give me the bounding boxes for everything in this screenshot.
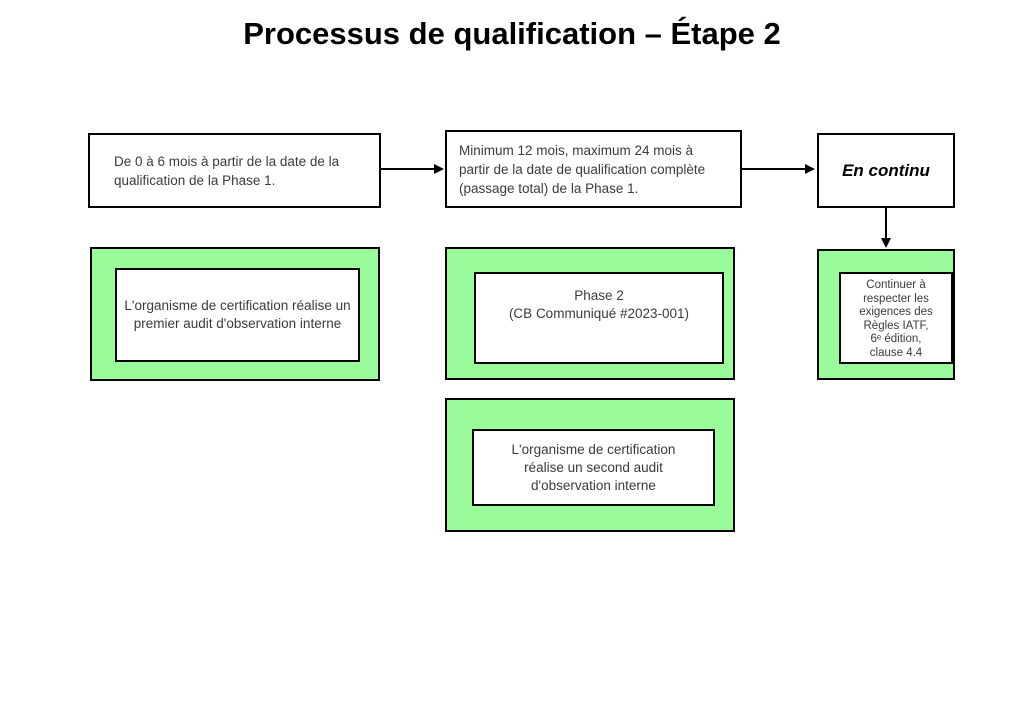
second-audit-inner-box: L'organisme de certification réalise un … [472,429,715,506]
green-box-first-audit: L'organisme de certification réalise un … [90,247,380,381]
second-audit-label: L'organisme de certification réalise un … [511,441,676,493]
timeline-step2-label: Minimum 12 mois, maximum 24 mois à parti… [459,142,706,196]
first-audit-inner-box: L'organisme de certification réalise un … [115,268,360,362]
arrowhead-right-icon [805,164,815,174]
timeline-box-en-continu: En continu [817,133,955,208]
arrow-line-step1-step2 [381,168,435,170]
continue-requirements-label: Continuer à respecter les exigences des … [859,279,933,359]
arrowhead-right-icon [434,164,444,174]
green-box-continue-requirements: Continuer à respecter les exigences des … [817,249,955,380]
timeline-box-step1: De 0 à 6 mois à partir de la date de la … [88,133,381,208]
first-audit-label: L'organisme de certification réalise un … [124,298,351,331]
arrow-line-continu-down [885,208,887,239]
timeline-step1-label: De 0 à 6 mois à partir de la date de la … [114,153,340,188]
phase2-label: Phase 2 (CB Communiqué #2023-001) [508,288,690,321]
continue-requirements-inner-box: Continuer à respecter les exigences des … [839,272,953,364]
arrowhead-down-icon [881,238,891,248]
arrow-line-step2-step3 [742,168,806,170]
phase2-inner-box: Phase 2 (CB Communiqué #2023-001) [474,272,724,364]
diagram-title: Processus de qualification – Étape 2 [243,16,781,51]
green-box-second-audit: L'organisme de certification réalise un … [445,398,735,532]
green-box-phase2: Phase 2 (CB Communiqué #2023-001) [445,247,735,380]
timeline-box-step2: Minimum 12 mois, maximum 24 mois à parti… [445,130,742,208]
en-continu-label: En continu [842,161,930,180]
